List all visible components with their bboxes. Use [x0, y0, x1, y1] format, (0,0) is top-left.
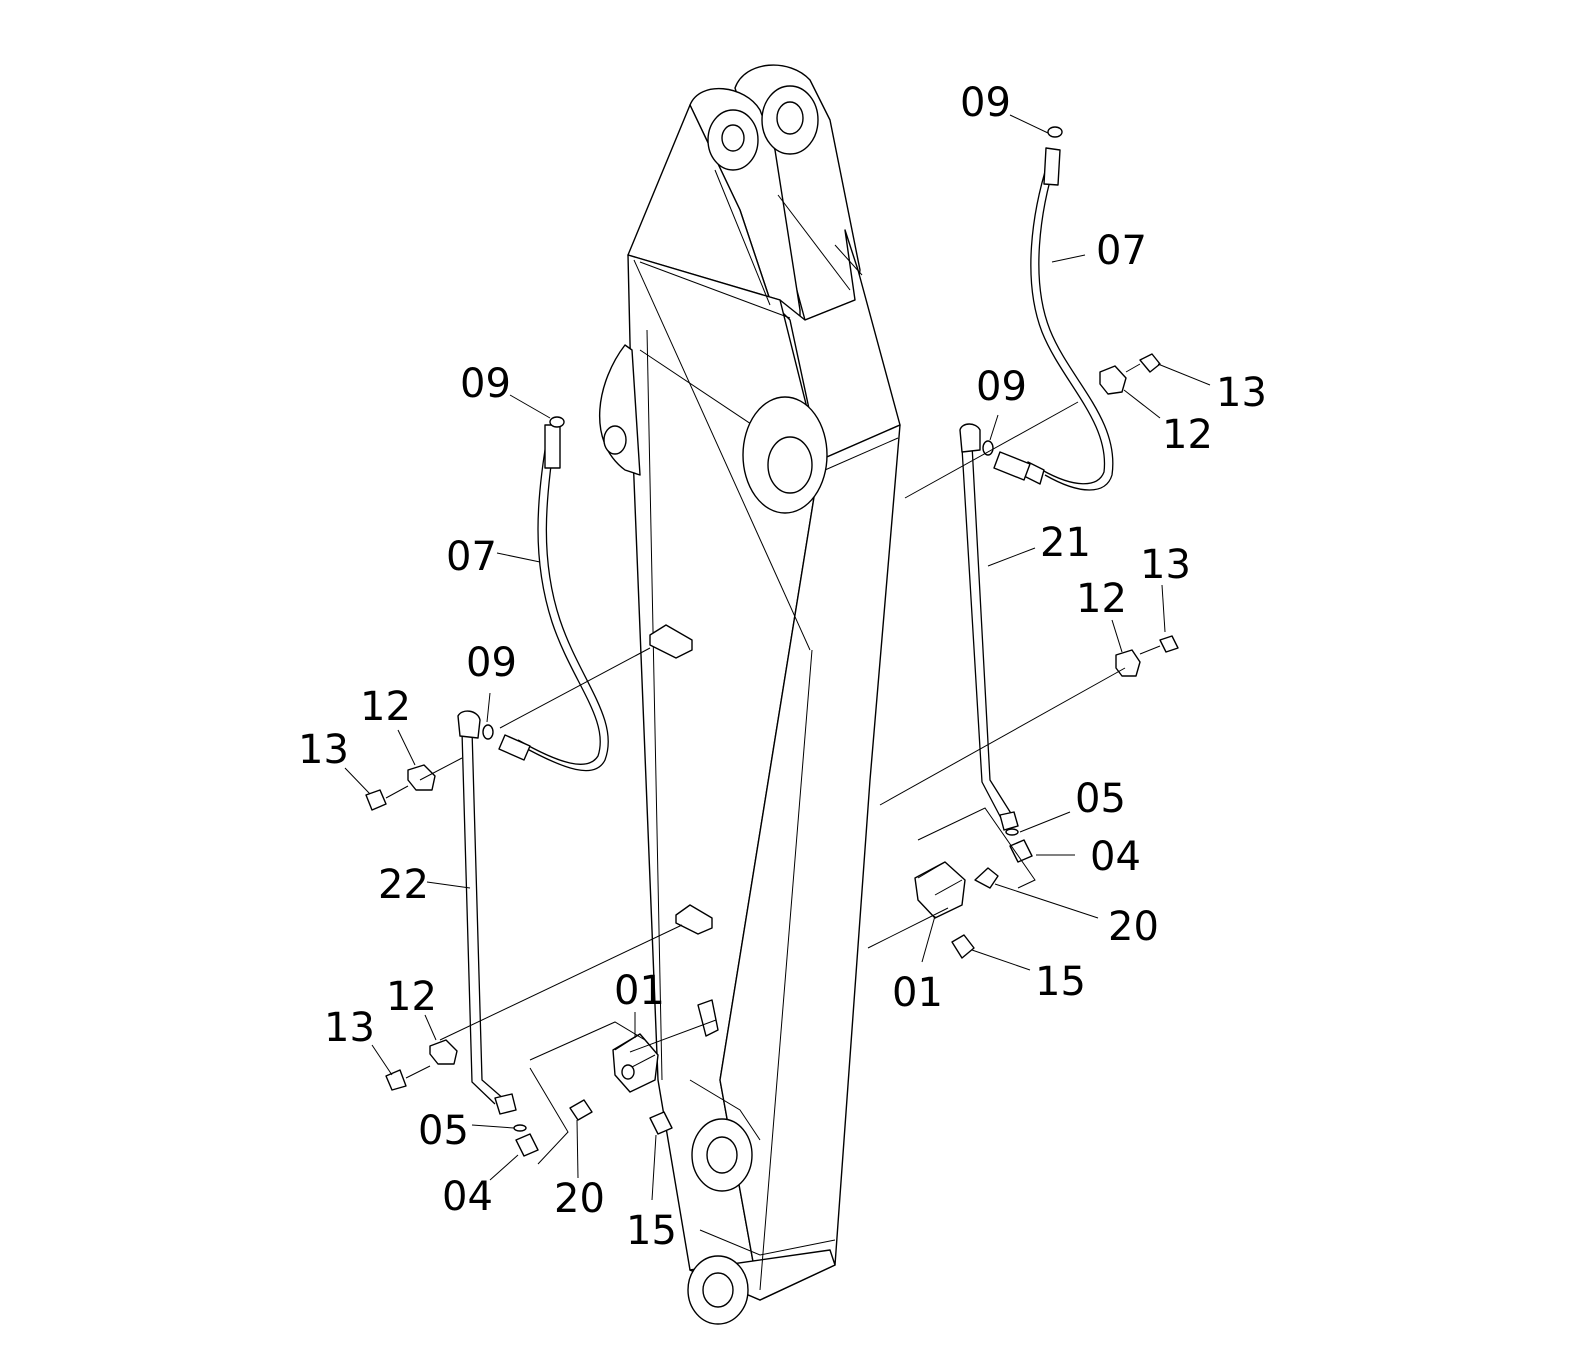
callout-07: 07 — [1096, 228, 1147, 274]
callout-09: 09 — [960, 80, 1011, 126]
callout-07: 07 — [446, 534, 497, 580]
callout-labels: 09 07 13 12 09 21 13 12 05 04 20 15 01 0… — [298, 80, 1267, 1254]
callout-13: 13 — [1216, 370, 1267, 416]
callout-20: 20 — [554, 1176, 605, 1222]
callout-12: 12 — [1162, 412, 1213, 458]
callout-15: 15 — [1035, 959, 1086, 1005]
callout-09: 09 — [466, 640, 517, 686]
callout-13: 13 — [298, 727, 349, 773]
callout-01: 01 — [892, 970, 943, 1016]
callout-12: 12 — [1076, 576, 1127, 622]
callout-21: 21 — [1040, 520, 1091, 566]
callout-15: 15 — [626, 1208, 677, 1254]
callout-13: 13 — [324, 1005, 375, 1051]
callout-05: 05 — [418, 1108, 469, 1154]
callout-22: 22 — [378, 862, 429, 908]
callout-04: 04 — [1090, 834, 1141, 880]
leader-lines — [344, 114, 1211, 1201]
callout-12: 12 — [386, 974, 437, 1020]
right-piping — [867, 126, 1179, 959]
callout-04: 04 — [442, 1174, 493, 1220]
callout-09: 09 — [460, 361, 511, 407]
left-piping — [365, 416, 717, 1165]
callout-09: 09 — [976, 364, 1027, 410]
callout-01: 01 — [614, 968, 665, 1014]
callout-05: 05 — [1075, 776, 1126, 822]
callout-13: 13 — [1140, 542, 1191, 588]
callout-12: 12 — [360, 684, 411, 730]
boom-arm — [598, 64, 901, 1325]
callout-20: 20 — [1108, 904, 1159, 950]
